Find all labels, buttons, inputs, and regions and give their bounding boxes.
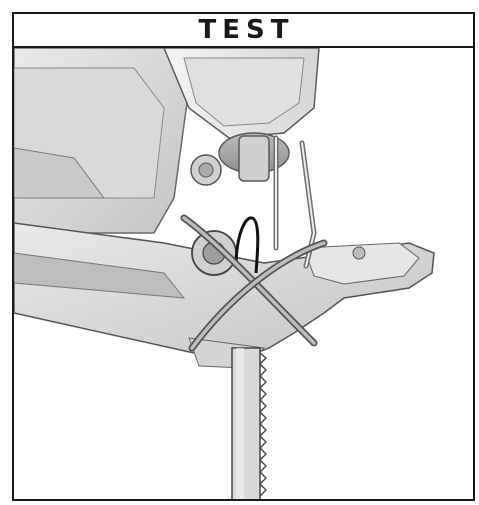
panel-header: TEST: [14, 14, 473, 48]
instruction-panel: TEST: [12, 12, 475, 501]
panel-title: TEST: [198, 15, 295, 45]
jigsaw-blade-icon: [14, 48, 435, 499]
jigsaw-illustration: [14, 48, 473, 499]
